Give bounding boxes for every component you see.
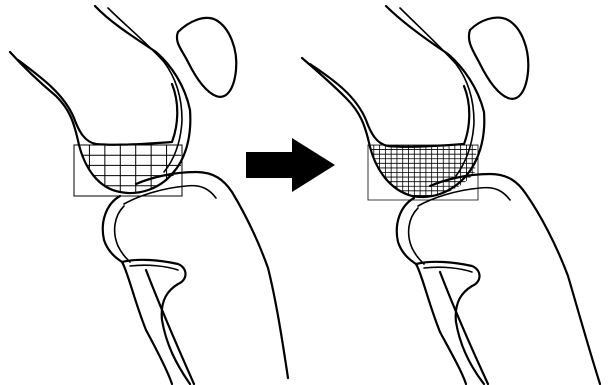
fibula-inner <box>130 265 178 270</box>
fibula <box>416 262 484 384</box>
patella <box>469 18 528 99</box>
femur-cortex <box>310 64 469 147</box>
tibia-plateau <box>430 174 600 384</box>
knee-after-panel <box>302 6 600 384</box>
tibia-plateau-inner <box>124 186 216 204</box>
fibula-shaft <box>146 270 194 384</box>
femur-cortex <box>18 60 177 145</box>
tibia-anterior <box>397 198 466 384</box>
tibia-anterior <box>103 196 172 384</box>
patella <box>177 18 236 97</box>
mesh-cells <box>368 145 478 200</box>
fibula <box>122 260 190 384</box>
right-arrow-icon <box>246 138 335 192</box>
tibia-posterior-edge <box>409 208 424 264</box>
tibia-plateau <box>136 172 288 378</box>
femur-inner-line <box>108 8 182 172</box>
tibia-posterior-edge <box>115 206 130 262</box>
fibula-shaft <box>440 272 488 384</box>
fibula-inner <box>424 267 472 272</box>
femur-inner-line <box>400 8 474 176</box>
fine-mesh-grid <box>368 145 478 200</box>
knee-before-panel <box>10 6 288 384</box>
